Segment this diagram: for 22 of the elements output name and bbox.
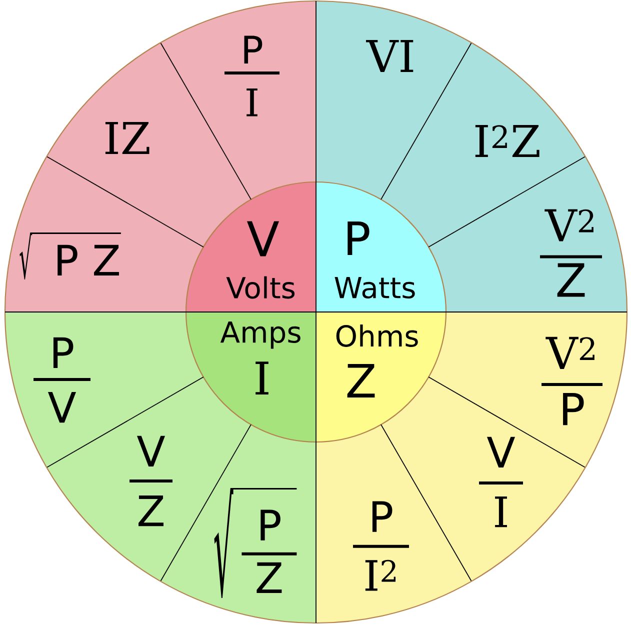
node-label: IZ <box>105 122 150 154</box>
node-label: √ <box>20 232 32 280</box>
formula-segment: VI <box>316 0 472 200</box>
quantity-quadrant: Amps I <box>185 312 316 443</box>
quantity-quadrant: V Volts <box>185 181 316 312</box>
formula-segment: √ P Z <box>4 156 204 312</box>
node-label: I <box>495 496 507 528</box>
quantity-quadrant: P Watts <box>316 181 447 312</box>
node-label: Z <box>557 263 585 297</box>
formula-segment: P I <box>160 0 316 200</box>
formula-segment: V$^{2}$ Z <box>428 156 628 312</box>
quantity-quadrant: Ohms Z <box>316 312 447 443</box>
node-label: P <box>563 393 584 426</box>
node-label: P Z <box>58 244 119 276</box>
node-label: I$^{2}$Z <box>475 124 540 158</box>
node-label: V$^{2}$ <box>546 336 594 369</box>
node-label: V <box>48 392 76 423</box>
node-label: P <box>53 337 74 368</box>
node-label: V <box>486 436 516 468</box>
node-label: Z <box>256 562 282 594</box>
node-label: P <box>260 510 280 540</box>
formula-segment: P I$^{2}$ <box>316 424 472 624</box>
